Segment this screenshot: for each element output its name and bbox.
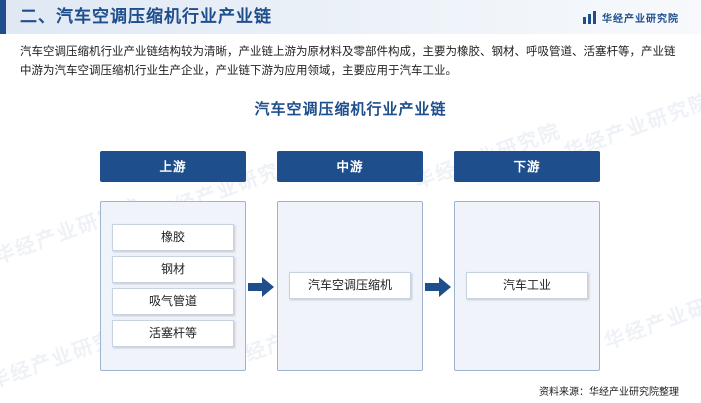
midstream-item: 汽车空调压缩机 bbox=[289, 272, 411, 299]
description-text: 汽车空调压缩机行业产业链结构较为清晰，产业链上游为原材料及零部件构成，主要为橡胶… bbox=[20, 44, 676, 77]
watermark: 华经产业研究院 bbox=[601, 278, 701, 354]
upstream-item: 橡胶 bbox=[112, 224, 234, 251]
header-accent-bar bbox=[0, 0, 6, 34]
brand-logo: 华经产业研究院 bbox=[583, 10, 679, 25]
panel-upstream: 橡胶 钢材 吸气管道 活塞杆等 bbox=[100, 201, 246, 371]
diagram-title: 汽车空调压缩机行业产业链 bbox=[254, 100, 447, 118]
arrow-right-icon bbox=[248, 277, 274, 297]
arrow-right-icon bbox=[425, 277, 451, 297]
stage-header-downstream: 下游 bbox=[454, 151, 600, 182]
upstream-item: 吸气管道 bbox=[112, 288, 234, 315]
panel-downstream: 汽车工业 bbox=[454, 201, 600, 371]
upstream-item: 活塞杆等 bbox=[112, 320, 234, 347]
brand-bars-icon bbox=[583, 11, 596, 24]
stage-header-upstream: 上游 bbox=[100, 151, 246, 182]
upstream-item: 钢材 bbox=[112, 256, 234, 283]
source-note: 资料来源：华经产业研究院整理 bbox=[539, 387, 679, 398]
panel-midstream: 汽车空调压缩机 bbox=[277, 201, 423, 371]
section-header: 二、汽车空调压缩机行业产业链 华经产业研究院 bbox=[0, 0, 701, 34]
page-title: 二、汽车空调压缩机行业产业链 bbox=[20, 7, 272, 27]
stage-header-midstream: 中游 bbox=[277, 151, 423, 182]
brand-name: 华经产业研究院 bbox=[602, 14, 679, 25]
downstream-item: 汽车工业 bbox=[466, 272, 588, 299]
